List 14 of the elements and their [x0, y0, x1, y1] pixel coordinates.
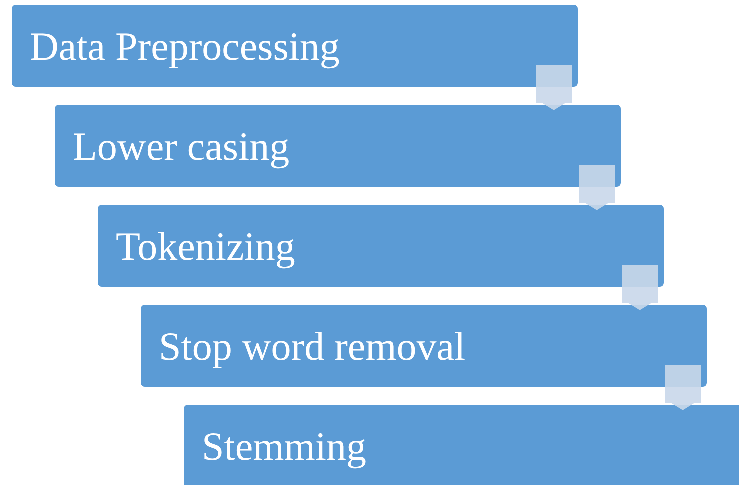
- down-arrow: [665, 365, 701, 410]
- process-box: [184, 405, 739, 485]
- process-box: [55, 105, 621, 187]
- down-arrow: [579, 165, 615, 210]
- down-arrow: [622, 265, 658, 310]
- step-label: Tokenizing: [116, 222, 296, 270]
- step-label: Stop word removal: [159, 322, 466, 370]
- step-label: Lower casing: [73, 122, 290, 170]
- step-label: Stemming: [202, 422, 366, 470]
- process-box: [141, 305, 707, 387]
- step-label: Data Preprocessing: [30, 22, 340, 70]
- down-arrow: [536, 65, 572, 110]
- process-box: [98, 205, 664, 287]
- process-box: [12, 5, 578, 87]
